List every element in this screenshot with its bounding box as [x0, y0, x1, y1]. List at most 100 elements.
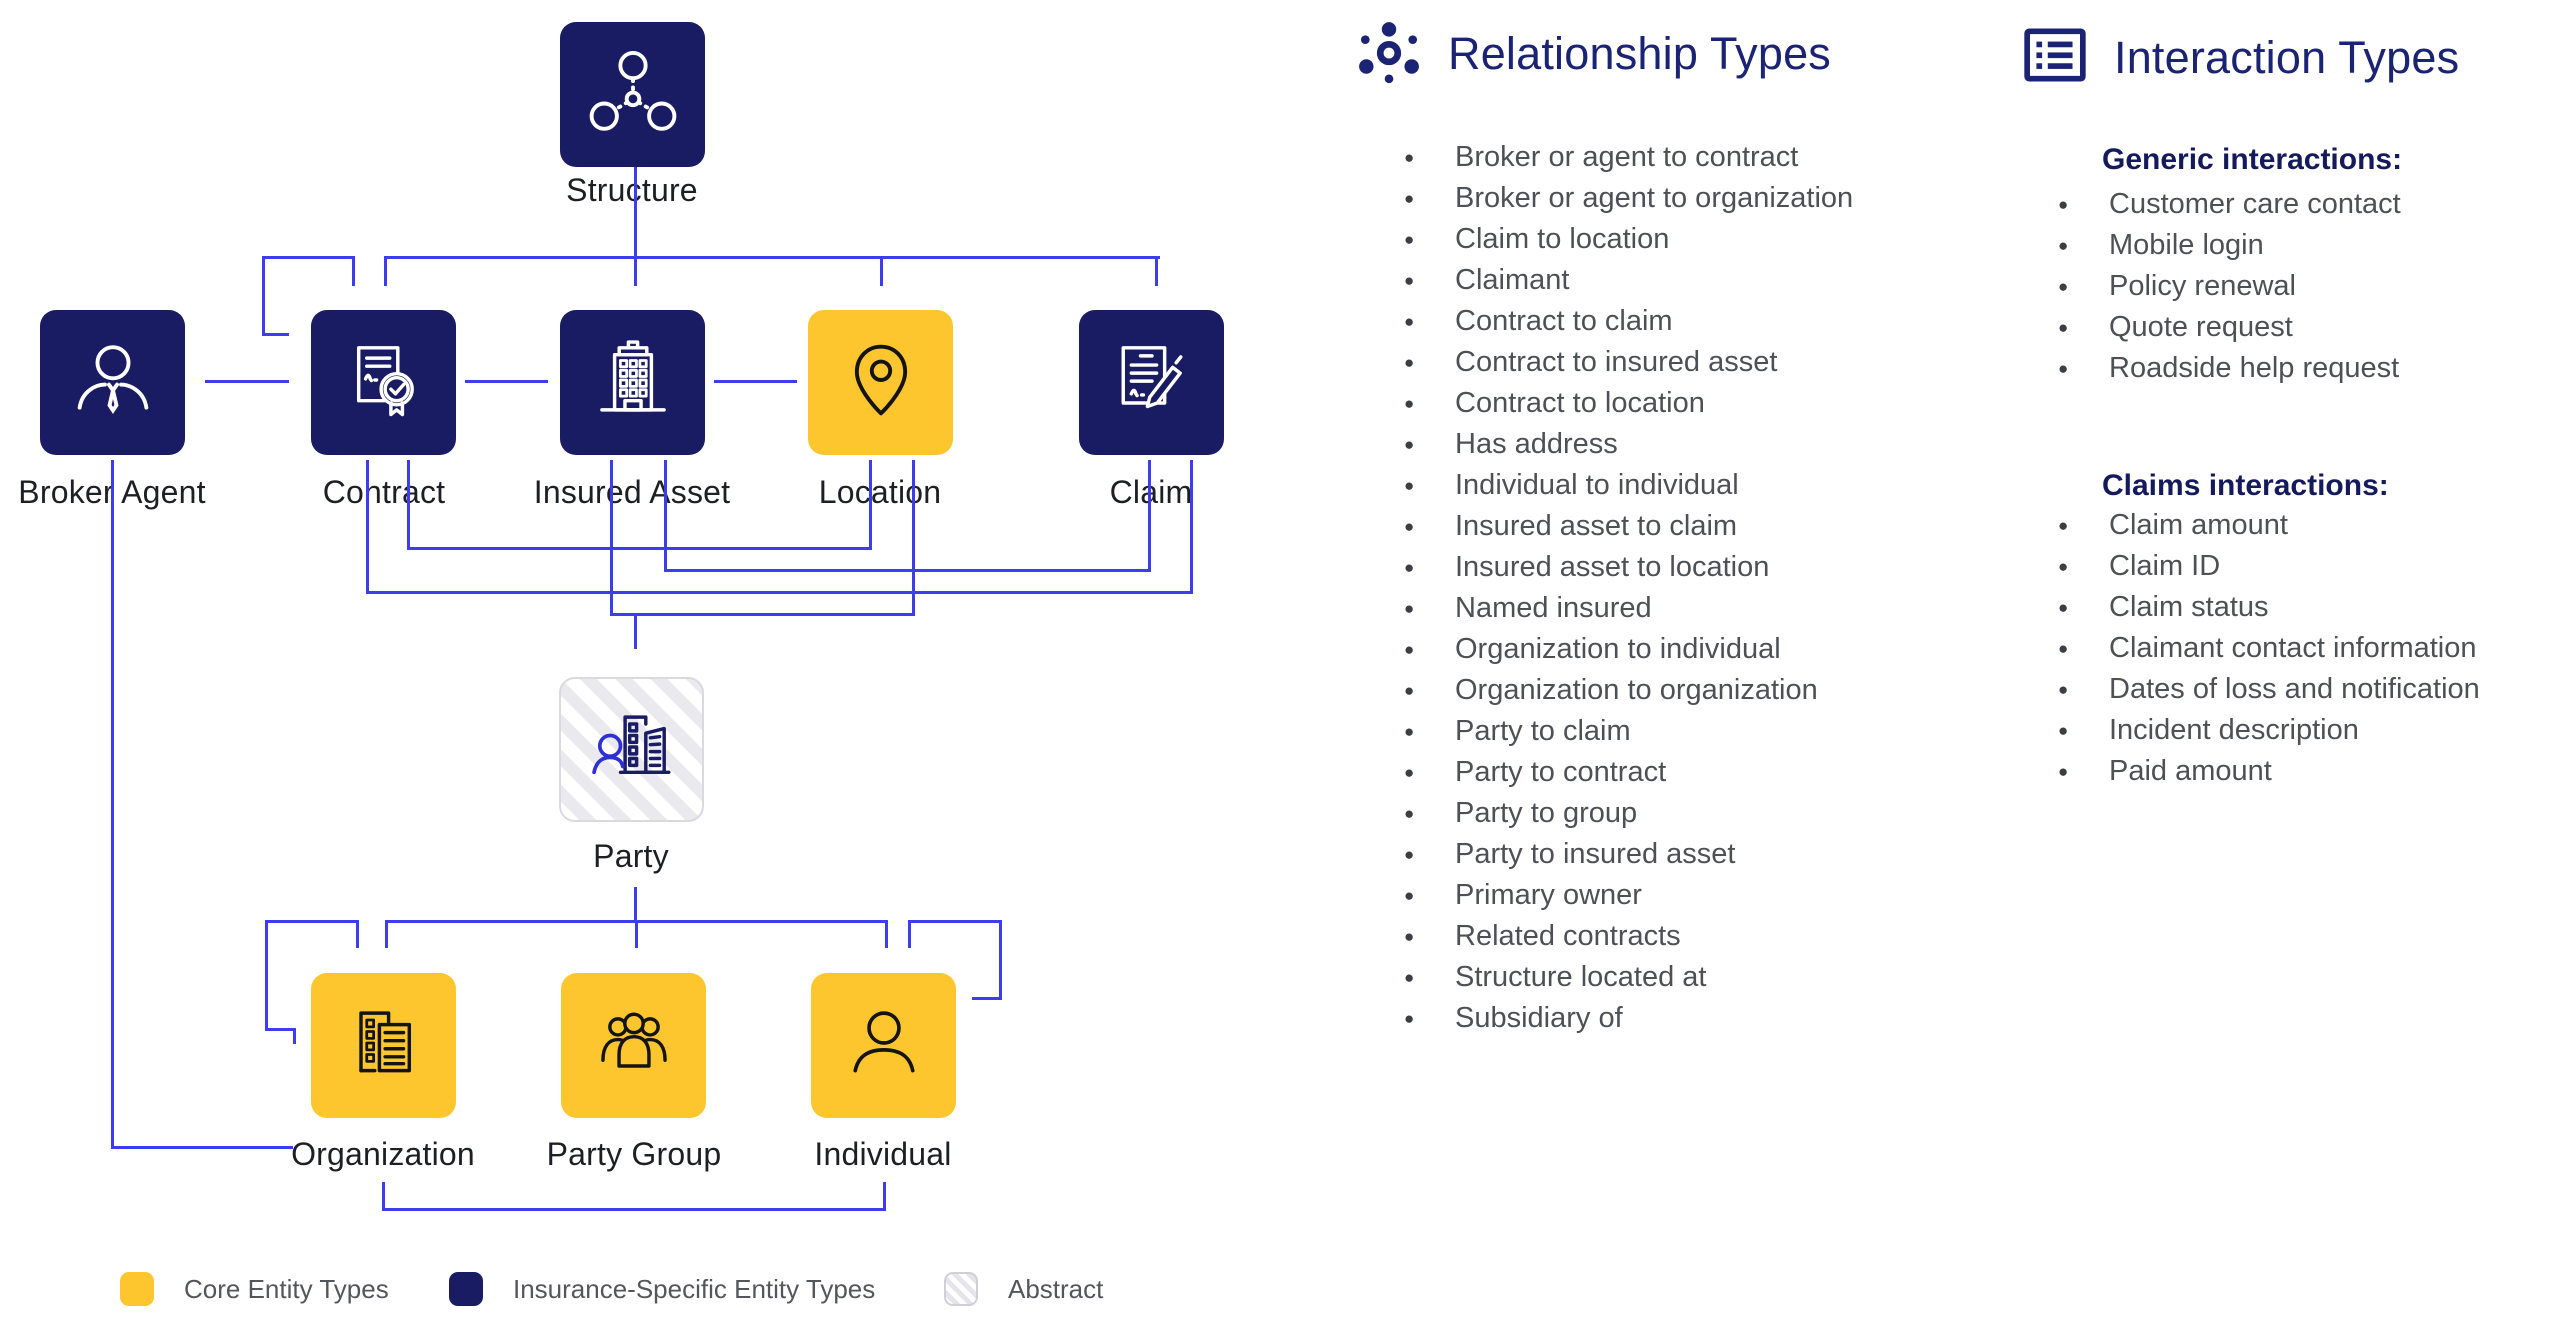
- legend-item-abstract: Abstract: [944, 1272, 1103, 1306]
- person-icon: [838, 997, 930, 1094]
- connector-segment: [407, 460, 410, 550]
- relationship-type-item: Party to contract: [1398, 752, 1853, 793]
- relationship-type-item: Party to claim: [1398, 711, 1853, 752]
- building-document-icon: [338, 997, 430, 1094]
- connector-segment: [111, 1146, 293, 1149]
- connector-segment: [999, 920, 1002, 1000]
- relationship-types-list: Broker or agent to contractBroker or age…: [1398, 137, 1853, 1039]
- interaction-item: Claim amount: [2052, 505, 2480, 546]
- entity-box-organization: [311, 973, 456, 1118]
- generic-interactions-list: Customer care contactMobile loginPolicy …: [2052, 184, 2401, 389]
- relationship-type-item: Organization to individual: [1398, 629, 1853, 670]
- connector-segment: [610, 613, 915, 616]
- relationship-type-item: Insured asset to claim: [1398, 506, 1853, 547]
- connector-segment: [262, 256, 354, 259]
- legend-label: Insurance-Specific Entity Types: [513, 1273, 876, 1304]
- entity-label-contract: Contract: [322, 474, 446, 510]
- connector-segment: [465, 380, 548, 383]
- entity-box-location: [808, 310, 953, 455]
- interaction-types-title: Interaction Types: [2114, 31, 2460, 83]
- connector-segment: [880, 256, 883, 286]
- relationship-type-item: Insured asset to location: [1398, 547, 1853, 588]
- connector-segment: [885, 920, 888, 948]
- interaction-item: Policy renewal: [2052, 266, 2401, 307]
- connector-segment: [265, 1028, 295, 1031]
- entity-label-individual: Individual: [814, 1136, 952, 1172]
- map-pin-icon: [835, 334, 927, 431]
- entity-box-contract: [311, 310, 456, 455]
- connector-segment: [205, 380, 289, 383]
- list-icon: [2022, 22, 2088, 93]
- relationship-type-item: Claim to location: [1398, 219, 1853, 260]
- legend-item-core: Core Entity Types: [120, 1272, 389, 1306]
- relationship-type-item: Party to group: [1398, 793, 1853, 834]
- interaction-item: Dates of loss and notification: [2052, 669, 2480, 710]
- relationship-type-item: Broker or agent to organization: [1398, 178, 1853, 219]
- interaction-item: Claim status: [2052, 587, 2480, 628]
- connector-segment: [382, 1208, 886, 1211]
- connector-segment: [972, 997, 1002, 1000]
- relationship-type-item: Structure located at: [1398, 957, 1853, 998]
- generic-interactions-heading: Generic interactions:: [2102, 143, 2403, 176]
- relationship-type-item: Individual to individual: [1398, 465, 1853, 506]
- connector-segment: [908, 920, 911, 948]
- relationship-type-item: Organization to organization: [1398, 670, 1853, 711]
- connector-segment: [366, 460, 369, 594]
- connector-segment: [634, 613, 637, 649]
- interaction-item: Mobile login: [2052, 225, 2401, 266]
- entity-box-insured-asset: [560, 310, 705, 455]
- entity-box-broker-agent: [40, 310, 185, 455]
- claims-interactions-heading: Claims interactions:: [2102, 469, 2389, 502]
- connector-segment: [385, 920, 388, 948]
- insurance-swatch: [449, 1272, 483, 1306]
- building-icon: [587, 334, 679, 431]
- connector-segment: [1155, 256, 1158, 286]
- abstract-swatch: [944, 1272, 978, 1306]
- interaction-types-header: Interaction Types: [2022, 22, 2459, 93]
- molecule-icon: [1356, 18, 1422, 89]
- entity-label-party-group: Party Group: [546, 1136, 722, 1172]
- connector-segment: [883, 1182, 886, 1211]
- connector-segment: [265, 920, 268, 1030]
- relationship-type-item: Party to insured asset: [1398, 834, 1853, 875]
- connector-segment: [265, 920, 358, 923]
- connector-segment: [352, 256, 355, 286]
- legend-label: Abstract: [1008, 1273, 1104, 1304]
- connector-segment: [356, 920, 359, 948]
- connector-segment: [634, 167, 637, 286]
- entity-label-location: Location: [818, 474, 942, 510]
- connector-segment: [664, 460, 667, 572]
- connector-segment: [366, 591, 1193, 594]
- interaction-item: Claim ID: [2052, 546, 2480, 587]
- relationship-type-item: Claimant: [1398, 260, 1853, 301]
- interaction-item: Customer care contact: [2052, 184, 2401, 225]
- connector-segment: [407, 547, 872, 550]
- connector-segment: [634, 887, 637, 922]
- person-buildings-icon: [586, 701, 678, 798]
- relationship-type-item: Named insured: [1398, 588, 1853, 629]
- entity-box-claim: [1079, 310, 1224, 455]
- relationship-type-item: Related contracts: [1398, 916, 1853, 957]
- entity-box-party-group: [561, 973, 706, 1118]
- legend-label: Core Entity Types: [184, 1273, 389, 1304]
- entity-box-party: [559, 677, 704, 822]
- connector-segment: [384, 256, 1160, 259]
- relationship-type-item: Broker or agent to contract: [1398, 137, 1853, 178]
- relationship-type-item: Contract to claim: [1398, 301, 1853, 342]
- certificate-icon: [338, 334, 430, 431]
- person-tie-icon: [67, 334, 159, 431]
- connector-segment: [382, 1182, 385, 1211]
- document-pen-icon: [1106, 334, 1198, 431]
- entity-label-organization: Organization: [291, 1136, 475, 1172]
- entity-label-insured-asset: Insured Asset: [533, 474, 731, 510]
- relationship-type-item: Contract to insured asset: [1398, 342, 1853, 383]
- connector-segment: [908, 920, 1001, 923]
- connector-segment: [1190, 460, 1193, 594]
- entity-label-party: Party: [593, 838, 669, 874]
- entity-label-claim: Claim: [1109, 474, 1193, 510]
- connector-segment: [111, 460, 114, 1149]
- connector-segment: [384, 256, 387, 286]
- connector-segment: [1148, 460, 1151, 572]
- relationship-type-item: Subsidiary of: [1398, 998, 1853, 1039]
- relationship-type-item: Has address: [1398, 424, 1853, 465]
